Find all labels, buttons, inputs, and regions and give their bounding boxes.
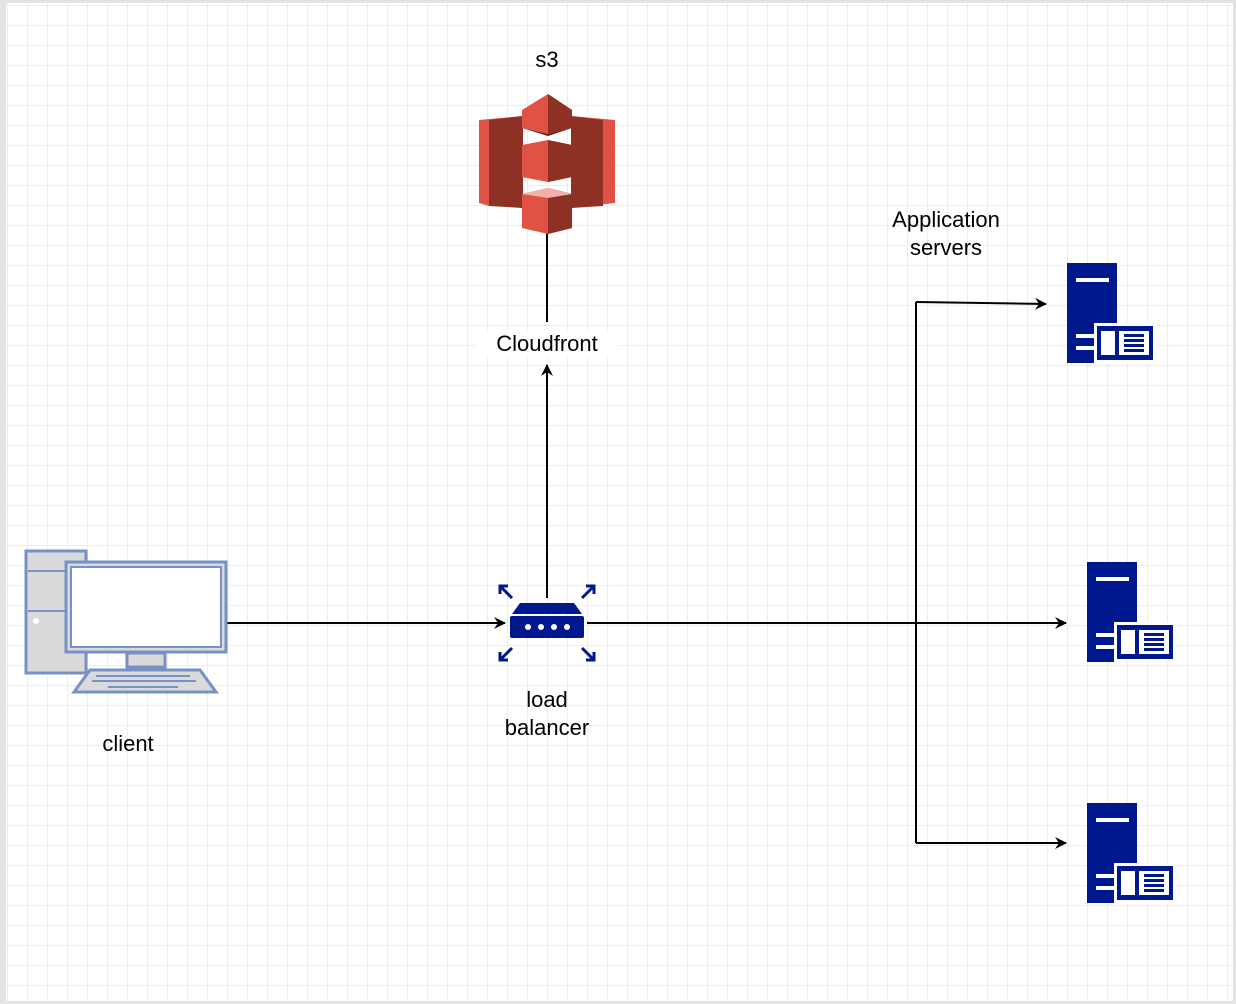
- s3-label: s3: [535, 47, 559, 72]
- load-balancer-label: load balancer: [504, 687, 590, 740]
- edge-load-balancer-to-servers: [587, 297, 1067, 849]
- s3-bucket-icon: [479, 94, 615, 234]
- server-icon: [1067, 263, 1156, 363]
- load-balancer-icon: [498, 584, 596, 662]
- client-label: client: [102, 731, 154, 756]
- server-icon: [1087, 803, 1176, 903]
- server-icon: [1087, 562, 1176, 662]
- cloudfront-label: Cloudfront: [476, 330, 618, 358]
- desktop-computer-icon: [24, 549, 228, 694]
- application-servers-label: Application servers: [892, 207, 1000, 260]
